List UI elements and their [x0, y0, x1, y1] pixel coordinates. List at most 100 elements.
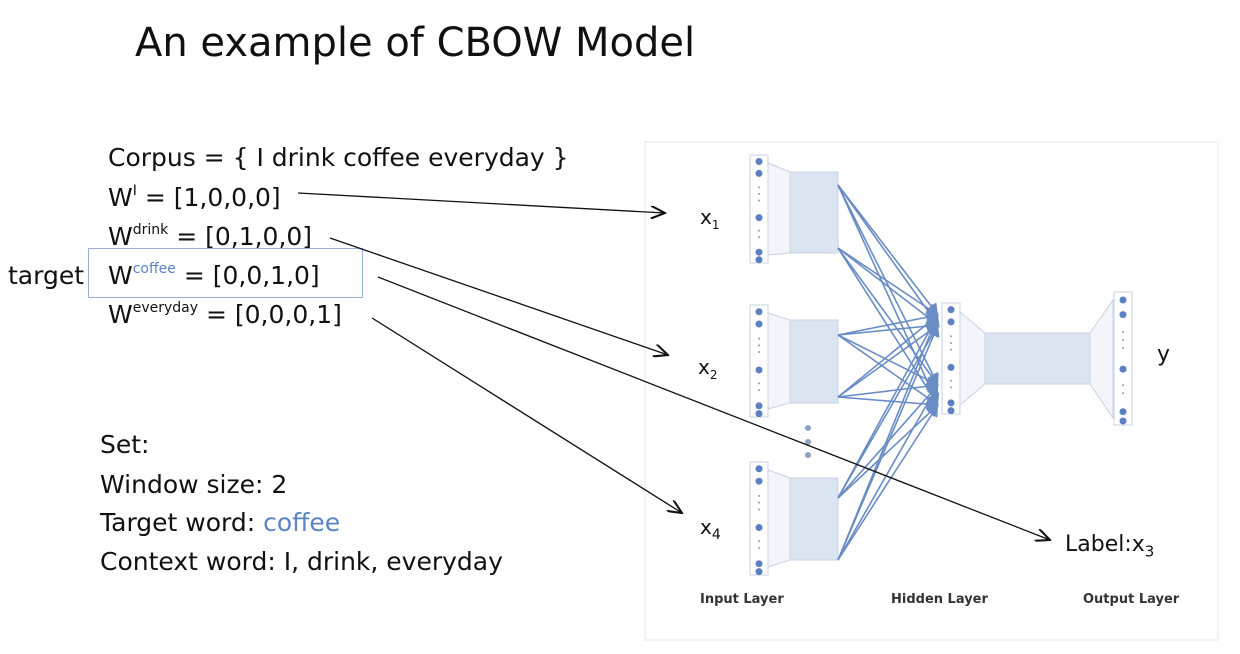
neuron [755, 320, 763, 328]
neuron [755, 465, 763, 473]
weight-edge [837, 184, 939, 316]
vector-drink: Wdrink = [0,1,0,0] [108, 222, 313, 251]
ellipsis-dot [758, 344, 760, 347]
window-size: Window size: 2 [100, 470, 288, 499]
label-y: y [1157, 342, 1171, 367]
vector-coffee: Wcoffee = [0,0,1,0] [108, 261, 320, 290]
weight-edge [837, 404, 939, 499]
ellipsis-dot [758, 192, 760, 195]
neuron [755, 524, 763, 532]
output-column [1113, 291, 1133, 426]
projection-box [789, 319, 839, 404]
slide-title: An example of CBOW Model [135, 20, 696, 66]
context-words: Context word: I, drink, everyday [100, 547, 503, 576]
neuron [755, 402, 763, 410]
neuron [947, 399, 955, 407]
output-weights-box [984, 332, 1091, 385]
connector [767, 312, 791, 410]
neuron [1119, 296, 1127, 304]
target-box [88, 248, 363, 298]
vector-i: WI = [1,0,0,0] [108, 183, 281, 212]
weight-edge [837, 334, 939, 386]
projection-box [789, 477, 839, 561]
ellipsis-dot [758, 540, 760, 543]
mapping-arrow [297, 192, 665, 213]
connector [767, 162, 791, 256]
weight-edge [837, 247, 939, 386]
ellipsis-dot [758, 389, 760, 392]
ellipsis-dot [758, 236, 760, 239]
target-label: target [8, 261, 85, 290]
ellipsis-dot [758, 351, 760, 354]
ellipsis-dot [758, 501, 760, 504]
ellipsis-dot [1122, 338, 1124, 341]
ellipsis-dot [1122, 384, 1124, 387]
target-word: Target word: coffee [100, 508, 341, 537]
neuron [755, 248, 763, 256]
ellipsis-dot [950, 348, 952, 351]
neuron [755, 366, 763, 374]
neuron [1119, 311, 1127, 319]
label-x4: x4 [700, 515, 721, 543]
label-x1: x1 [700, 205, 720, 232]
neuron [755, 568, 763, 576]
ellipsis-dot [950, 379, 952, 382]
weight-edge [837, 319, 939, 336]
weight-edge [837, 334, 939, 406]
input-layer-label: Input Layer [700, 592, 784, 607]
ellipsis-dot [950, 386, 952, 389]
output-layer-label: Output Layer [1083, 592, 1180, 607]
ellipsis-dot [758, 494, 760, 497]
projection-box [789, 171, 839, 254]
label-target-x3: Label:x3 [1065, 532, 1155, 561]
weight-edge [837, 324, 939, 398]
neuron [755, 477, 763, 485]
neuron [755, 169, 763, 177]
corpus-text: Corpus = { I drink coffee everyday } [108, 143, 569, 172]
diagram-panel [644, 141, 1219, 641]
neuron [755, 308, 763, 316]
ellipsis-dot [950, 335, 952, 338]
hidden-layer-label: Hidden Layer [891, 592, 988, 607]
mapping-arrow [371, 317, 682, 513]
neuron [755, 214, 763, 222]
label-x2: x2 [698, 355, 718, 382]
weight-edge [837, 247, 939, 406]
ellipsis-dot [758, 382, 760, 385]
weight-edge [837, 184, 939, 386]
connector [1089, 298, 1114, 420]
weight-edge [837, 314, 939, 499]
weight-edge [837, 184, 940, 406]
mapping-arrow [377, 276, 1050, 540]
ellipsis-dot [1122, 392, 1124, 395]
neuron [947, 407, 955, 415]
ellipsis-dot [758, 186, 760, 189]
ellipsis-dot [758, 199, 760, 202]
more-inputs-dot [805, 425, 811, 431]
set-heading: Set: [100, 430, 150, 459]
neuron [755, 410, 763, 418]
neuron [947, 363, 955, 371]
ellipsis-dot [950, 341, 952, 344]
connector [959, 310, 986, 407]
vector-everyday: Weveryday = [0,0,0,1] [108, 300, 342, 329]
weight-edge [837, 310, 939, 336]
weight-edge [837, 247, 939, 326]
neuron [947, 318, 955, 326]
neuron [1119, 365, 1127, 373]
ellipsis-dot [1122, 346, 1124, 349]
connector [767, 469, 791, 568]
ellipsis-dot [1122, 330, 1124, 333]
weight-edge [837, 314, 939, 398]
weight-edge [837, 379, 939, 398]
mapping-arrow [329, 237, 668, 355]
ellipsis-dot [758, 508, 760, 511]
ellipsis-dot [758, 337, 760, 340]
neuron [755, 157, 763, 165]
more-inputs-dot [805, 452, 811, 458]
neuron [1119, 408, 1127, 416]
neuron [755, 256, 763, 264]
weight-edge [837, 384, 939, 561]
neuron [755, 560, 763, 568]
